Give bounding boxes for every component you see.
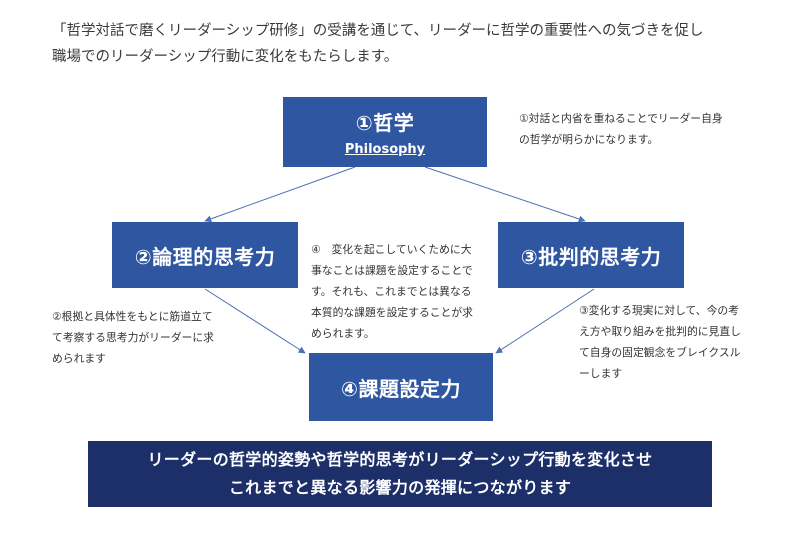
task-note-line: す。それも、これまでとは異なる [311,285,472,298]
philosophy-note: ①対話と内省を重ねることでリーダー自身 の哲学が明らかになります。 [519,108,723,150]
logical-note: ②根拠と具体性をもとに筋道立て て考察する思考力がリーダーに求 められます [52,306,214,369]
philosophy-note-line: ①対話と内省を重ねることでリーダー自身 [519,112,723,125]
task-note: ④ 変化を起こしていくために大 事なことは課題を設定することで す。それも、これ… [311,239,473,344]
logical-note-line: められます [52,352,106,365]
philosophy-title: ①哲学 [355,111,415,135]
task-note-line: 事なことは課題を設定することで [311,264,473,277]
critical-note-line: え方や取り組みを批判的に見直し [579,325,741,338]
banner-line-2: これまでと異なる影響力の発揮につながります [228,478,572,497]
critical-thinking-title: ③批判的思考力 [520,244,662,269]
task-setting-box: ④課題設定力 [309,353,493,421]
task-note-line: ④ 変化を起こしていくために大 [311,243,472,256]
critical-note-line: ーします [579,367,623,380]
intro-line-2: 職場でのリーダーシップ行動に変化をもたらします。 [52,49,399,65]
intro-text: 「哲学対話で磨くリーダーシップ研修」の受講を通じて、リーダーに哲学の重要性への気… [52,18,772,70]
logical-thinking-box: ②論理的思考力 [112,222,298,288]
arrow-philosophy-to-logical [204,166,356,223]
critical-note: ③変化する現実に対して、今の考 え方や取り組みを批判的に見直し て自身の固定観念… [579,300,741,384]
critical-note-line: て自身の固定観念をブレイクスル [579,346,741,359]
task-setting-title: ④課題設定力 [341,376,461,401]
intro-line-1: 「哲学対話で磨くリーダーシップ研修」の受講を通じて、リーダーに哲学の重要性への気… [52,23,704,39]
banner-line-1: リーダーの哲学的姿勢や哲学的思考がリーダーシップ行動を変化させ [147,450,653,469]
logical-thinking-title: ②論理的思考力 [134,244,276,269]
logical-note-line: ②根拠と具体性をもとに筋道立て [52,310,213,323]
critical-note-line: ③変化する現実に対して、今の考 [579,304,739,317]
critical-thinking-box: ③批判的思考力 [498,222,684,288]
arrow-philosophy-to-critical [424,166,586,223]
task-note-line: 本質的な課題を設定することが求 [311,306,473,319]
philosophy-note-line: の哲学が明らかになります。 [519,133,659,146]
philosophy-box: ①哲学 Philosophy [283,97,487,167]
logical-note-line: て考察する思考力がリーダーに求 [52,331,214,344]
conclusion-banner: リーダーの哲学的姿勢や哲学的思考がリーダーシップ行動を変化させ これまでと異なる… [88,441,712,507]
task-note-line: められます。 [311,327,375,340]
philosophy-subtitle: Philosophy [344,142,426,157]
arrow-logical-to-task [204,288,306,354]
arrow-critical-to-task [495,288,595,354]
